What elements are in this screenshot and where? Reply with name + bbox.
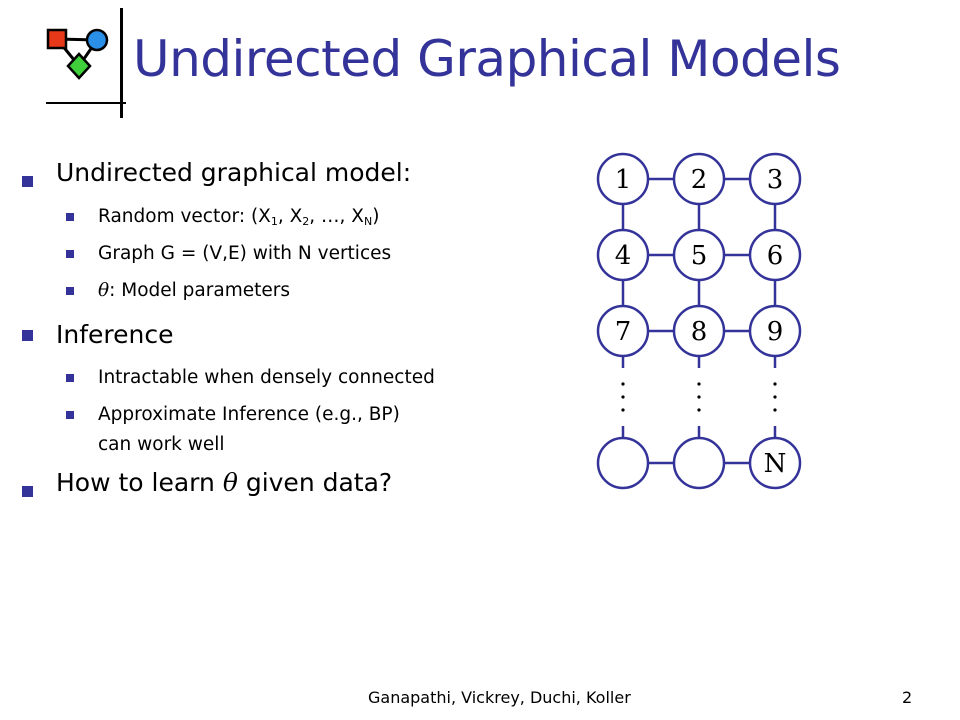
- sub-bullet-marker: [66, 250, 74, 258]
- bullet-inference: Inference: [56, 320, 174, 349]
- random-vector-text: Random vector: (X: [98, 206, 271, 227]
- bullet-undirected-model: Undirected graphical model:: [56, 158, 412, 187]
- learn-text: How to learn: [56, 468, 223, 497]
- slide-title: Undirected Graphical Models: [133, 30, 841, 88]
- graph-node: [748, 152, 802, 206]
- sub-bullet-random-vector: Random vector: (X1, X2, …, XN): [98, 204, 379, 229]
- title-divider-horizontal: [46, 102, 126, 104]
- ellipsis-dots: [621, 382, 777, 412]
- sub-bullet-marker: [66, 213, 74, 221]
- node-labels: 1 2 3 4 5 6 7 8 9 N: [615, 165, 787, 479]
- graph-node: [596, 152, 650, 206]
- theta-symbol: θ: [222, 468, 238, 497]
- sub-bullet-intractable: Intractable when densely connected: [98, 367, 435, 388]
- subscript-1: 1: [270, 215, 278, 228]
- bullet-marker: [22, 486, 33, 497]
- graph-node: [672, 436, 726, 490]
- bullet-learn-theta: How to learn θ given data?: [56, 468, 392, 497]
- node-label: 8: [691, 317, 708, 347]
- random-vector-sep: , …, X: [309, 206, 364, 227]
- sub-bullet-marker: [66, 411, 74, 419]
- graph-node: [596, 304, 650, 358]
- node-label: 5: [691, 241, 708, 271]
- bullet-marker: [22, 176, 33, 187]
- sub-bullet-approximate-line2: can work well: [98, 434, 225, 455]
- node-label: 3: [767, 165, 784, 195]
- node-label: 2: [691, 165, 708, 195]
- random-vector-close: ): [372, 206, 380, 227]
- subscript-2: 2: [302, 215, 310, 228]
- footer-authors: Ganapathi, Vickrey, Duchi, Koller: [368, 688, 631, 707]
- graph-node: [748, 436, 802, 490]
- sub-bullet-graph: Graph G = (V,E) with N vertices: [98, 243, 392, 264]
- graph-node: [596, 228, 650, 282]
- node-label: 7: [615, 317, 632, 347]
- graph-node: [748, 228, 802, 282]
- node-label: 6: [767, 241, 784, 271]
- graph-node: [596, 436, 650, 490]
- page-number: 2: [902, 688, 913, 707]
- sub-bullet-marker: [66, 374, 74, 382]
- title-divider-vertical: [120, 8, 123, 118]
- parameters-text: : Model parameters: [109, 280, 290, 301]
- graph-node: [748, 304, 802, 358]
- graph-node: [672, 304, 726, 358]
- subscript-n: N: [363, 215, 373, 228]
- logo-icon: [46, 28, 109, 80]
- logo-diamond-shape: [66, 52, 92, 80]
- node-label: N: [764, 449, 787, 479]
- logo-square-shape: [46, 28, 68, 50]
- graph-node: [672, 228, 726, 282]
- given-data-text: given data?: [237, 468, 393, 497]
- sub-bullet-marker: [66, 287, 74, 295]
- logo-circle-shape: [85, 28, 109, 52]
- theta-symbol: θ: [98, 280, 110, 301]
- sub-bullet-parameters: θ: Model parameters: [98, 278, 290, 303]
- graph-node: [672, 152, 726, 206]
- node-label: 1: [615, 165, 632, 195]
- graph-edges: [621, 177, 777, 465]
- graph-nodes: [596, 152, 802, 490]
- bullet-marker: [22, 330, 33, 341]
- random-vector-sep: , X: [277, 206, 303, 227]
- node-label: 4: [615, 241, 632, 271]
- sub-bullet-approximate-line1: Approximate Inference (e.g., BP): [98, 404, 400, 425]
- grid-graph-diagram: 1 2 3 4 5 6 7 8 9 N: [596, 152, 802, 490]
- node-label: 9: [767, 317, 784, 347]
